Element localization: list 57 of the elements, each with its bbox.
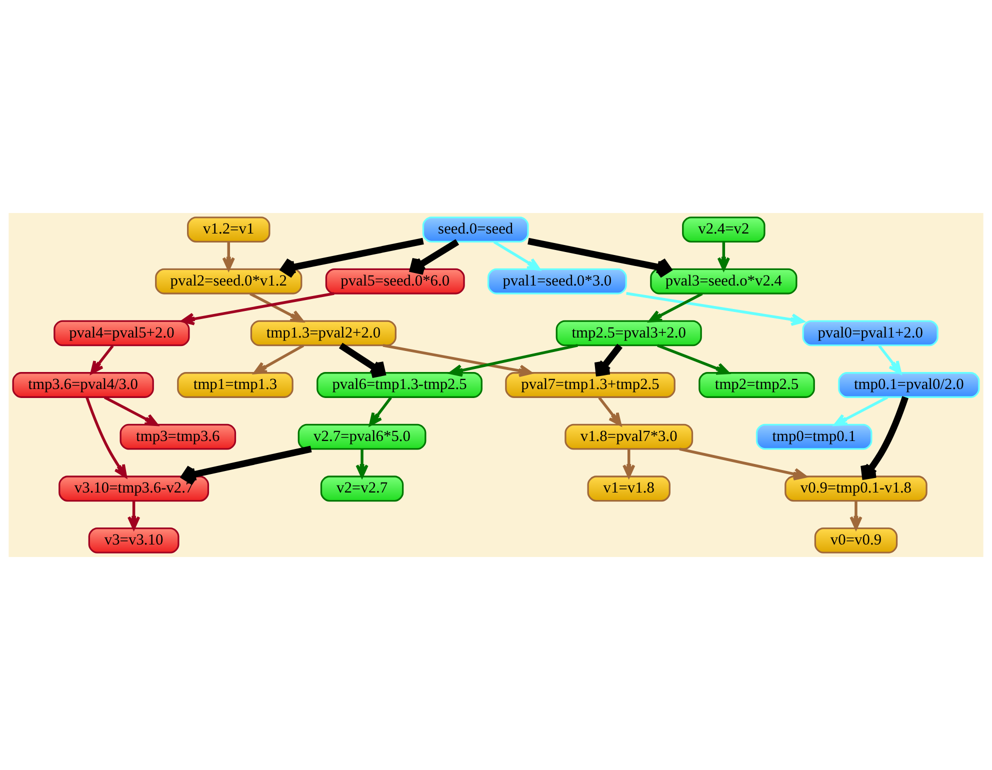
node-box: pval7=tmp1.3+tmp2.5 bbox=[505, 372, 676, 398]
arrow bbox=[717, 242, 730, 271]
arrow bbox=[222, 242, 235, 271]
node-box: tmp0.1=pval0/2.0 bbox=[838, 372, 980, 398]
arrow bbox=[181, 292, 334, 326]
arrow bbox=[528, 238, 672, 278]
arrow bbox=[104, 396, 158, 426]
node-box: v3.10=tmp3.6-v2.7 bbox=[58, 476, 210, 502]
arrow bbox=[181, 446, 312, 486]
arrow bbox=[878, 344, 902, 374]
arrow bbox=[626, 292, 804, 326]
node-box: pval0=pval1+2.0 bbox=[802, 320, 938, 346]
node-box: tmp3=tmp3.6 bbox=[120, 424, 236, 450]
arrow bbox=[622, 449, 636, 478]
arrow bbox=[338, 342, 386, 378]
node-box: v0=v0.9 bbox=[814, 528, 898, 554]
arrow bbox=[356, 449, 368, 478]
arrow bbox=[860, 396, 908, 480]
node-box: tmp2=tmp2.5 bbox=[698, 372, 815, 398]
node-box: tmp1=tmp1.3 bbox=[177, 372, 294, 398]
arrow bbox=[280, 238, 424, 278]
node-box: v1.2=v1 bbox=[187, 216, 270, 242]
arrow bbox=[834, 396, 888, 426]
arrow bbox=[657, 344, 730, 375]
arrow bbox=[598, 396, 622, 426]
arrow bbox=[493, 240, 540, 271]
arrow bbox=[369, 396, 392, 426]
node-box: tmp0=tmp0.1 bbox=[756, 424, 872, 450]
arrow bbox=[382, 344, 532, 378]
node-box: v2=v2.7 bbox=[320, 476, 404, 502]
arrow bbox=[250, 292, 304, 322]
node-box: v0.9=tmp0.1-v1.8 bbox=[784, 476, 928, 502]
arrow bbox=[90, 344, 114, 374]
node-box: tmp2.5=pval3+2.0 bbox=[556, 320, 702, 346]
node-box: pval5=seed.0*6.0 bbox=[325, 268, 465, 294]
arrow bbox=[449, 344, 578, 377]
node-box: pval6=tmp1.3-tmp2.5 bbox=[316, 372, 482, 398]
node-box: pval3=seed.o*v2.4 bbox=[650, 268, 798, 294]
node-box: v1.8=pval7*3.0 bbox=[564, 424, 694, 450]
node-box: pval1=seed.0*3.0 bbox=[487, 268, 627, 294]
arrow bbox=[86, 397, 128, 478]
arrow bbox=[410, 239, 460, 275]
node-box: v3=v3.10 bbox=[88, 528, 180, 554]
node-box: v2.4=v2 bbox=[682, 216, 766, 242]
node-box: v1=v1.8 bbox=[587, 476, 670, 502]
arrow bbox=[594, 344, 623, 376]
node-box: v2.7=pval6*5.0 bbox=[298, 424, 426, 450]
arrow bbox=[648, 292, 703, 322]
node-box: tmp3.6=pval4/3.0 bbox=[12, 372, 154, 398]
arrow bbox=[850, 501, 862, 530]
node-box: pval4=pval5+2.0 bbox=[54, 320, 190, 346]
node-box: tmp1.3=pval2+2.0 bbox=[250, 320, 396, 346]
node-box: pval2=seed.0*v1.2 bbox=[155, 268, 302, 294]
arrow bbox=[127, 501, 140, 530]
node-box: seed.0=seed bbox=[422, 216, 529, 242]
arrow bbox=[254, 344, 304, 374]
arrow bbox=[679, 448, 807, 480]
